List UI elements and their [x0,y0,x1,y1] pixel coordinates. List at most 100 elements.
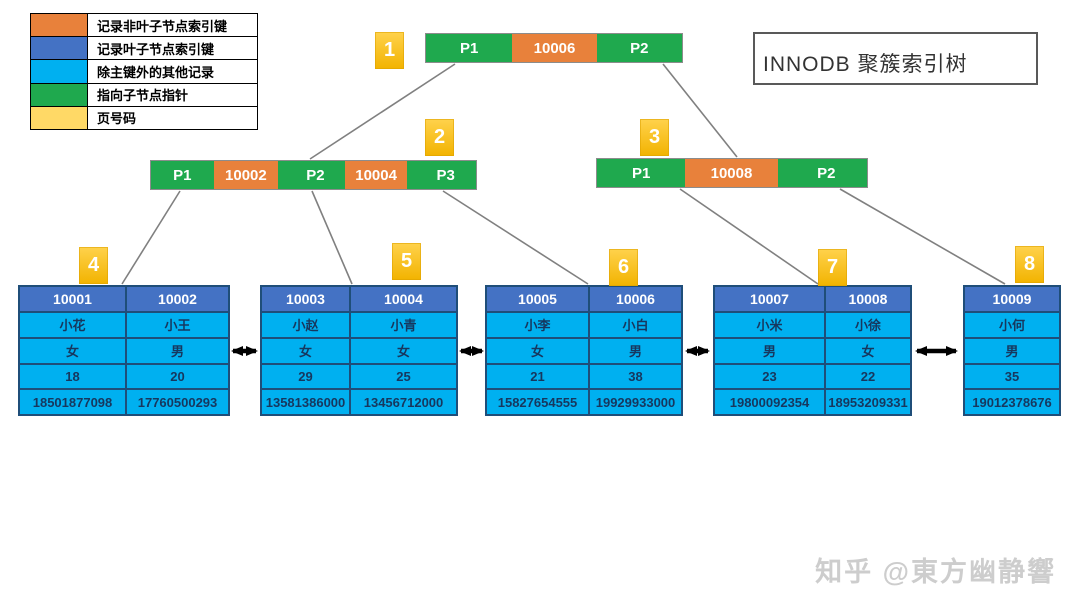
index-key-cell: 10008 [685,159,778,187]
page-badge-8: 8 [1015,246,1044,283]
page-badge-1: 1 [375,32,404,69]
index-node-page-1: P1 10006 P2 [425,33,683,63]
primary-key-cell: 10009 [965,287,1059,313]
record-field: 35 [965,364,1059,391]
record-field: 38 [590,364,681,391]
connector-page2-to-page6 [442,190,589,285]
legend-item: 除主键外的其他记录 [31,60,257,84]
leaf-page-7: 10007 小米 男 23 19800092354 10008 小徐 女 22 … [713,285,912,416]
pointer-cell: P1 [597,159,686,187]
legend-swatch-green [31,83,88,106]
legend-label: 除主键外的其他记录 [97,65,215,80]
record-field: 小米 [715,313,824,339]
leaf-page-8: 10009 小何 男 35 19012378676 [963,285,1061,416]
record-field: 男 [127,338,228,365]
page-badge-6: 6 [609,249,638,286]
legend-item: 记录非叶子节点索引键 [31,14,257,38]
legend-swatch-cyan [31,60,88,83]
primary-key-cell: 10008 [826,287,910,313]
record-field: 20 [127,364,228,391]
connector-page3-to-page8 [839,188,1006,285]
leaf-page-6: 10005 小李 女 21 15827654555 10006 小白 男 38 … [485,285,683,416]
page-badge-2: 2 [425,119,454,156]
record-field: 19012378676 [965,390,1059,414]
diagram-title-box: INNODB 聚簇索引树 [753,32,1038,85]
legend-swatch-blue [31,37,88,60]
record-field: 29 [262,364,349,391]
record-column: 10002 小王 男 20 17760500293 [125,287,228,414]
primary-key-cell: 10005 [487,287,588,313]
connector-page2-to-page4 [121,190,181,285]
page-badge-3: 3 [640,119,669,156]
pointer-cell: P1 [151,161,214,189]
primary-key-cell: 10004 [351,287,456,313]
legend-item: 记录叶子节点索引键 [31,37,257,61]
record-column: 10008 小徐 女 22 18953209331 [824,287,910,414]
primary-key-cell: 10001 [20,287,125,313]
record-column: 10004 小青 女 25 13456712000 [349,287,456,414]
record-field: 25 [351,364,456,391]
record-column: 10005 小李 女 21 15827654555 [487,287,588,414]
record-field: 女 [487,338,588,365]
legend-label: 页号码 [97,111,137,127]
page-badge-7: 7 [818,249,847,286]
record-field: 23 [715,364,824,391]
primary-key-cell: 10006 [590,287,681,313]
connector-root-to-page2 [309,63,456,160]
record-field: 女 [826,338,910,365]
record-field: 21 [487,364,588,391]
record-column: 10006 小白 男 38 19929933000 [588,287,681,414]
legend-label: 记录叶子节点索引键 [97,41,215,57]
record-field: 男 [715,338,824,365]
pointer-cell: P1 [426,34,513,62]
legend-swatch-orange [31,14,88,37]
record-field: 小白 [590,313,681,339]
legend-item: 页号码 [31,106,257,130]
primary-key-cell: 10002 [127,287,228,313]
record-field: 18501877098 [20,390,125,414]
primary-key-cell: 10007 [715,287,824,313]
record-column: 10001 小花 女 18 18501877098 [20,287,125,414]
pointer-cell: P3 [407,161,476,189]
pointer-cell: P2 [777,159,867,187]
record-field: 小赵 [262,313,349,339]
diagram-title: INNODB 聚簇索引树 [763,53,968,76]
record-field: 小李 [487,313,588,339]
record-field: 女 [20,338,125,365]
primary-key-cell: 10003 [262,287,349,313]
record-field: 18 [20,364,125,391]
pointer-cell: P2 [278,161,345,189]
record-field: 小花 [20,313,125,339]
record-field: 女 [262,338,349,365]
index-key-cell: 10004 [344,161,408,189]
index-node-page-3: P1 10008 P2 [596,158,868,188]
record-column: 10007 小米 男 23 19800092354 [715,287,824,414]
record-column: 10003 小赵 女 29 13581386000 [262,287,349,414]
pointer-cell: P2 [596,34,682,62]
record-field: 19929933000 [590,390,681,414]
legend: 记录非叶子节点索引键 记录叶子节点索引键 除主键外的其他记录 指向子节点指针 页… [30,13,258,130]
record-field: 男 [965,338,1059,365]
record-column: 10009 小何 男 35 19012378676 [965,287,1059,414]
record-field: 15827654555 [487,390,588,414]
record-field: 18953209331 [826,390,910,414]
record-field: 男 [590,338,681,365]
index-node-page-2: P1 10002 P2 10004 P3 [150,160,477,190]
index-key-cell: 10006 [512,34,597,62]
record-field: 小王 [127,313,228,339]
record-field: 小徐 [826,313,910,339]
record-field: 小何 [965,313,1059,339]
connector-page3-to-page7 [679,188,819,285]
connector-page2-to-page5 [311,190,353,285]
leaf-page-4: 10001 小花 女 18 18501877098 10002 小王 男 20 … [18,285,230,416]
legend-item: 指向子节点指针 [31,83,257,107]
index-key-cell: 10002 [213,161,279,189]
record-field: 小青 [351,313,456,339]
page-badge-4: 4 [79,247,108,284]
page-badge-5: 5 [392,243,421,280]
record-field: 13456712000 [351,390,456,414]
legend-swatch-yellow [31,106,88,130]
legend-label: 记录非叶子节点索引键 [97,18,228,34]
